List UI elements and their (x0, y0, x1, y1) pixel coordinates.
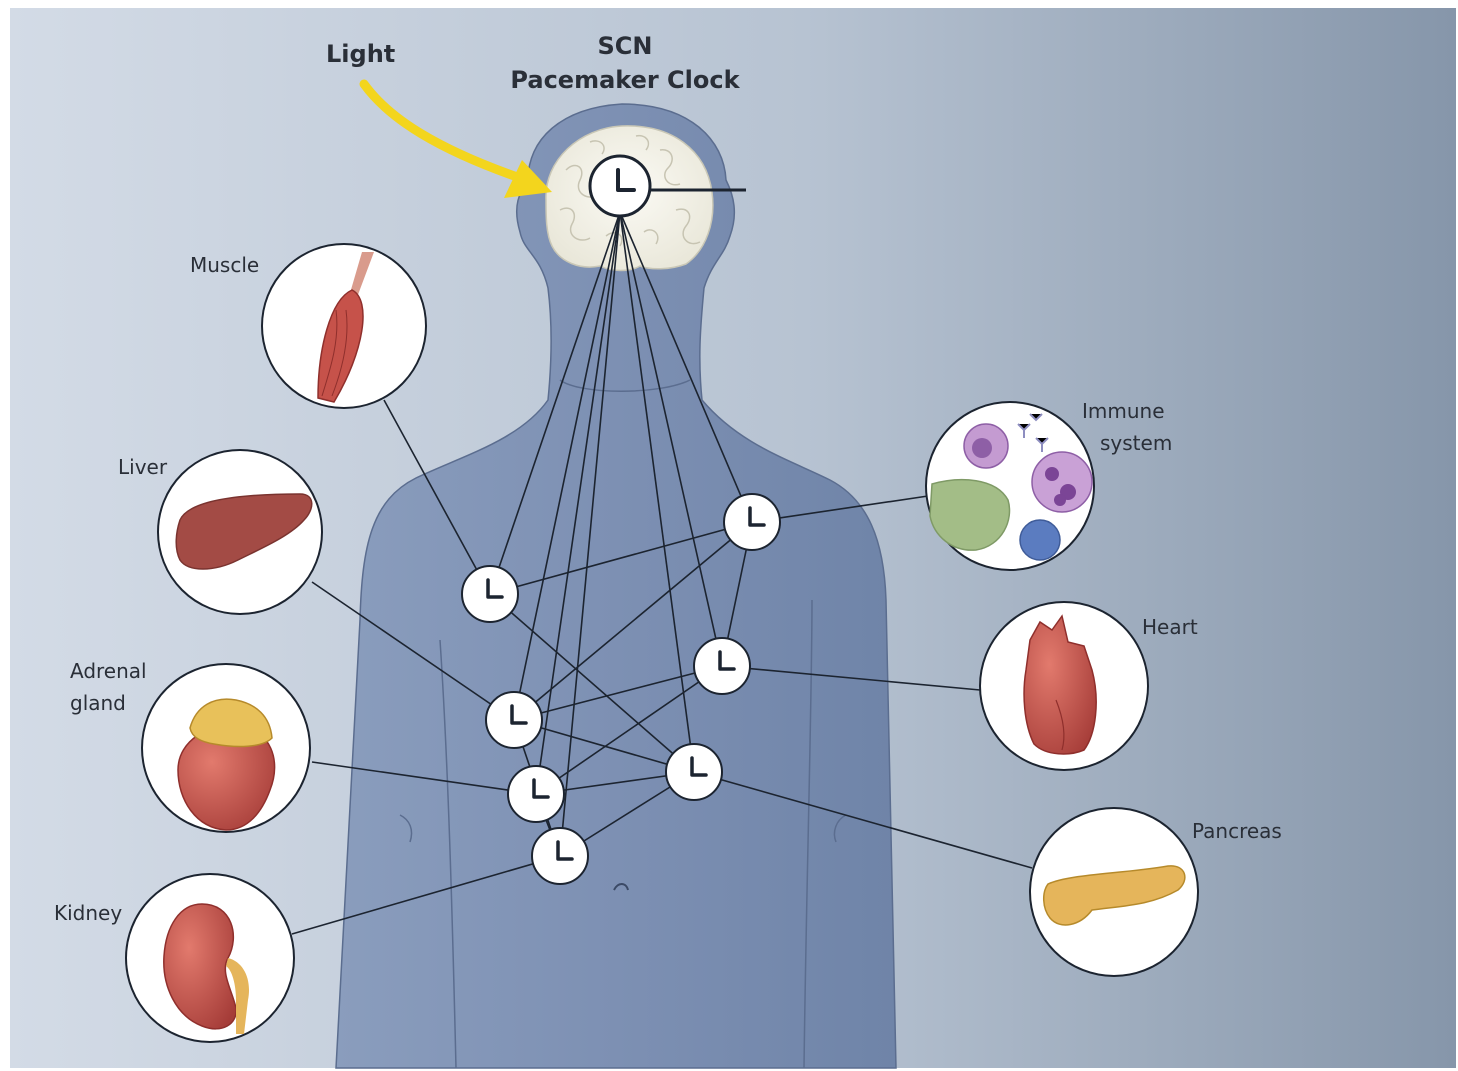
pancreas-organ (1030, 808, 1198, 976)
adrenal-label: Adrenal (70, 659, 147, 683)
peripheral-clock-icon (666, 744, 722, 800)
immune-system-organ (926, 402, 1094, 570)
peripheral-clock-icon (694, 638, 750, 694)
system-label: system (1100, 431, 1172, 455)
peripheral-clock-icon (462, 566, 518, 622)
pacemaker-clock-label: Pacemaker Clock (510, 66, 740, 94)
muscle-label: Muscle (190, 253, 259, 277)
kidney-organ (126, 874, 294, 1042)
gland-label: gland (70, 691, 126, 715)
peripheral-clock-icon (724, 494, 780, 550)
peripheral-clock-icon (486, 692, 542, 748)
liver-organ (158, 450, 322, 614)
pancreas-label: Pancreas (1192, 819, 1282, 843)
muscle-organ (262, 244, 426, 408)
liver-label: Liver (118, 455, 168, 479)
peripheral-clock-icon (532, 828, 588, 884)
kidney-label: Kidney (54, 901, 122, 925)
heart-label: Heart (1142, 615, 1198, 639)
heart-organ (980, 602, 1148, 770)
immune-label: Immune (1082, 399, 1165, 423)
peripheral-clock-icon (508, 766, 564, 822)
scn-master-clock-icon (590, 156, 650, 216)
light-label: Light (326, 40, 395, 68)
adrenal-gland-organ (142, 664, 310, 832)
scn-label: SCN (598, 32, 653, 60)
